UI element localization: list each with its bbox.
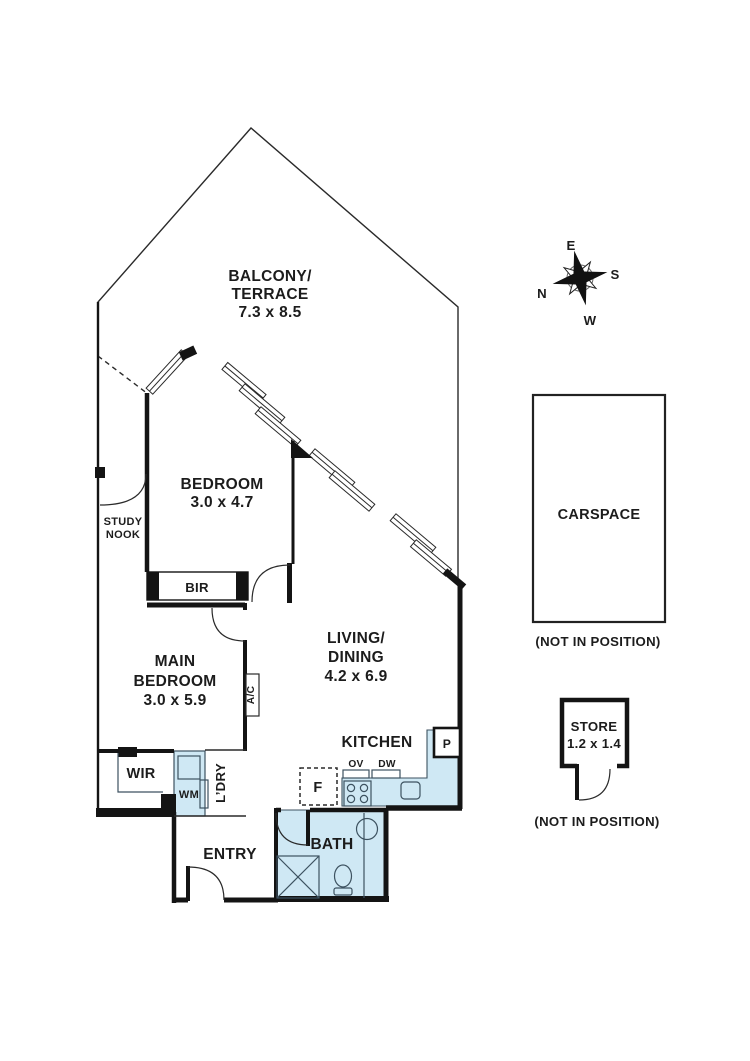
kitchen-fixtures xyxy=(299,726,462,807)
wall-corner-wedge xyxy=(291,439,313,458)
main-bedroom-door-arc xyxy=(211,607,246,642)
wm-label: WM xyxy=(179,789,199,801)
bedroom-label: BEDROOM xyxy=(180,476,263,493)
store-door-arc xyxy=(578,768,611,801)
balcony-dims: 7.3 x 8.5 xyxy=(238,304,301,321)
fridge-label: F xyxy=(313,780,322,796)
washing-machine-icon xyxy=(177,755,201,780)
fridge-box xyxy=(299,767,338,806)
bath-door-arc xyxy=(275,812,309,846)
wir-label: WIR xyxy=(126,766,155,782)
ac-label: A/C xyxy=(246,685,257,704)
living-label-2: DINING xyxy=(328,649,384,666)
store-note: (NOT IN POSITION) xyxy=(534,814,659,829)
study-nook-door-arc xyxy=(99,473,147,506)
ac-unit: A/C xyxy=(245,673,260,717)
toilet-icon xyxy=(333,864,353,896)
compass-w: W xyxy=(584,313,597,328)
compass: E S W N xyxy=(537,238,619,328)
balcony-outline xyxy=(97,127,459,583)
balcony-label-1: BALCONY/ xyxy=(228,268,312,285)
basin-icon xyxy=(355,817,379,841)
laundry-fixtures xyxy=(177,755,209,809)
compass-n: N xyxy=(537,286,547,301)
store-dims: 1.2 x 1.4 xyxy=(567,736,621,751)
compass-s: S xyxy=(610,267,619,282)
wall-corner-stub xyxy=(178,345,198,361)
main-bedroom-label-1: MAIN xyxy=(155,653,196,670)
walls xyxy=(95,302,463,903)
window-icon xyxy=(145,349,189,395)
bedroom-door-leaf xyxy=(287,563,292,603)
stove-icon xyxy=(343,780,372,807)
window-icon xyxy=(389,513,437,555)
window-icon xyxy=(238,383,286,425)
windows xyxy=(145,345,467,590)
store-door-leaf xyxy=(575,764,579,800)
oven-label: OV xyxy=(348,759,363,770)
ldry-label: L’DRY xyxy=(213,763,228,803)
bath-label: BATH xyxy=(310,836,353,853)
window-icon xyxy=(254,406,302,448)
study-nook-label-2: NOOK xyxy=(106,529,140,541)
sink-icon xyxy=(400,781,421,800)
living-label-1: LIVING/ xyxy=(327,630,385,647)
balcony-label-2: TERRACE xyxy=(231,286,308,303)
carspace-label: CARSPACE xyxy=(558,507,641,523)
balcony-dashed-boundary xyxy=(97,355,149,395)
compass-e: E xyxy=(566,238,575,253)
wir-shelf-outline xyxy=(117,753,163,793)
window-icon xyxy=(328,470,376,512)
entry-door-leaf xyxy=(186,866,190,901)
laundry-cupboard xyxy=(199,779,209,809)
dishwasher-box xyxy=(371,769,401,779)
doors xyxy=(99,473,310,901)
bath-fixtures xyxy=(276,813,379,899)
main-bedroom-label-2: BEDROOM xyxy=(133,673,216,690)
bir-label: BIR xyxy=(185,580,209,595)
store-label: STORE xyxy=(571,719,618,734)
compass-rose-icon xyxy=(552,250,608,306)
entry-label: ENTRY xyxy=(203,846,257,863)
store: STORE 1.2 x 1.4 (NOT IN POSITION) xyxy=(534,697,659,829)
bir-robe: BIR xyxy=(146,571,249,601)
room-labels: BALCONY/ TERRACE 7.3 x 8.5 BEDROOM 3.0 x… xyxy=(104,268,451,863)
kitchen-label: KITCHEN xyxy=(342,734,413,751)
carspace-note: (NOT IN POSITION) xyxy=(535,634,660,649)
carspace: CARSPACE (NOT IN POSITION) xyxy=(531,393,667,649)
entry-door-arc xyxy=(187,866,225,901)
pantry-box xyxy=(432,726,462,759)
living-dims: 4.2 x 6.9 xyxy=(324,668,387,685)
dishwasher-label: DW xyxy=(378,759,396,770)
bedroom-dims: 3.0 x 4.7 xyxy=(190,494,253,511)
study-nook-label-1: STUDY xyxy=(104,516,143,528)
bedroom-door-arc xyxy=(251,564,291,603)
pantry-label: P xyxy=(443,737,451,751)
bath-door-leaf xyxy=(306,810,310,846)
oven-box xyxy=(342,769,370,779)
shower-icon xyxy=(276,855,320,899)
main-bedroom-dims: 3.0 x 5.9 xyxy=(143,692,206,709)
